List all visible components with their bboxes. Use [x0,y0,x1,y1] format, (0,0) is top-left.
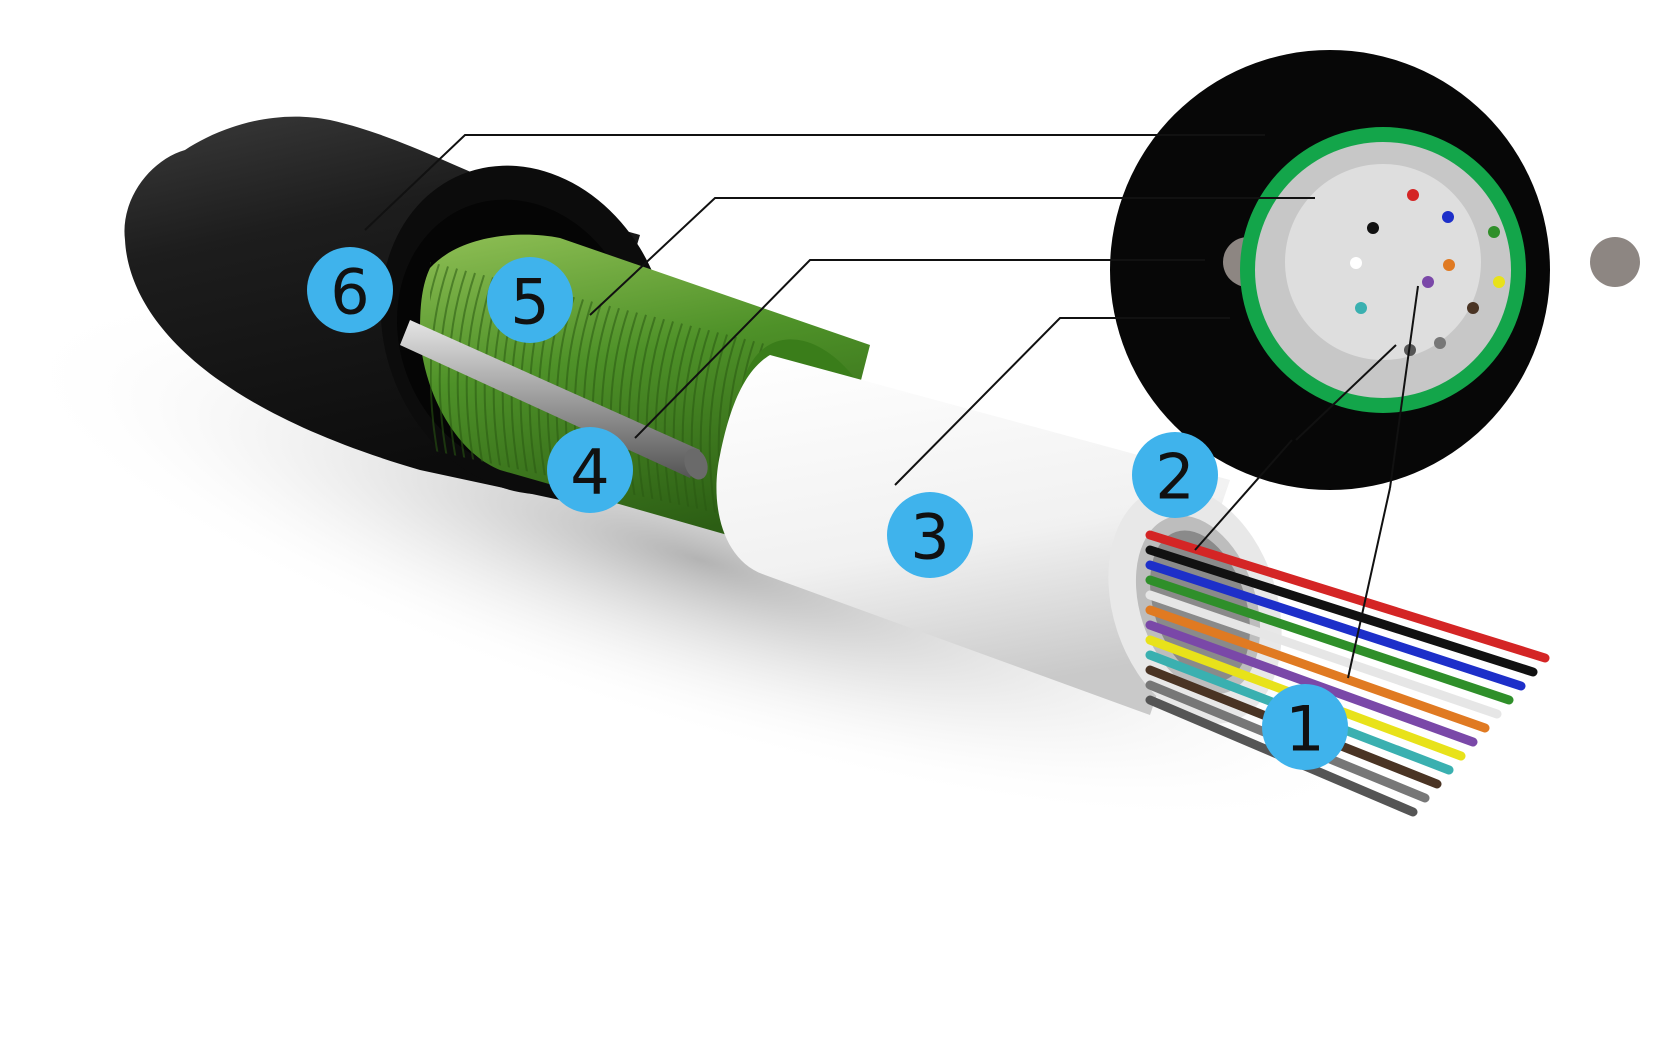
fiber-dot [1422,276,1434,288]
badge-2-text: 2 [1155,441,1194,514]
fiber-dot [1467,302,1479,314]
fiber-dot [1488,226,1500,238]
fiber-strand [1145,530,1550,663]
strength-rod [400,320,708,480]
badge-1: 1 [1262,684,1348,770]
fiber-strand [1145,590,1502,719]
badge-5-text: 5 [510,266,549,339]
badge-1-text: 1 [1285,693,1324,766]
fiber-strand [1145,620,1478,747]
badge-6: 6 [307,247,393,333]
badge-4: 4 [547,427,633,513]
fiber-strand [1145,575,1514,705]
fiber-strand [1145,545,1538,677]
fiber-dot [1442,211,1454,223]
fiber-dot [1355,302,1367,314]
fiber-dot [1443,259,1455,271]
badge-3: 3 [887,492,973,578]
badge-2: 2 [1132,432,1218,518]
badge-6-text: 6 [330,256,369,329]
badge-4-text: 4 [570,436,609,509]
cross-section [1110,50,1640,490]
fiber-dot [1434,337,1446,349]
fiber-dot [1407,189,1419,201]
fiber-strand [1145,605,1490,733]
fiber-dot [1493,276,1505,288]
fiber-dot [1367,222,1379,234]
badge-5: 5 [487,257,573,343]
fiber-strand [1145,560,1526,691]
badge-3-text: 3 [910,501,949,574]
fiber-dot [1350,257,1362,269]
leader-lines [364,134,1419,679]
